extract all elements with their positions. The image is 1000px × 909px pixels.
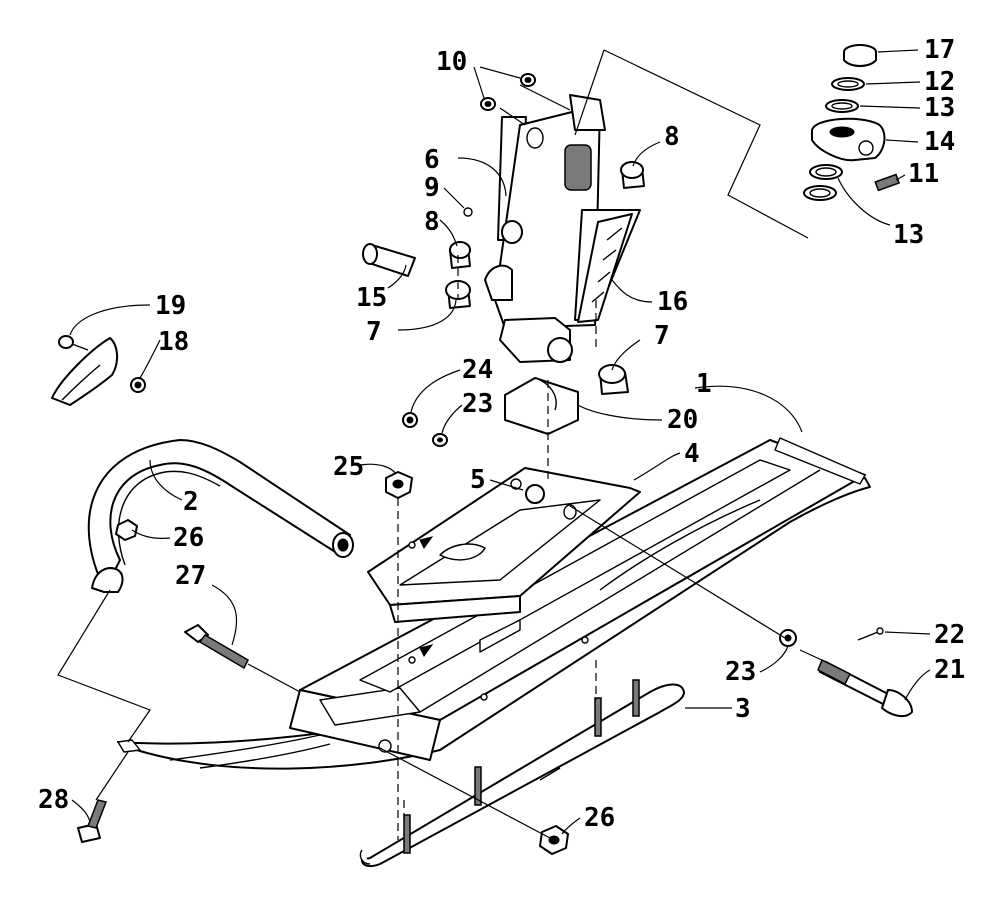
callout-26-upper: 26 xyxy=(173,523,204,553)
callout-21: 21 xyxy=(934,655,965,685)
bolt-21 xyxy=(817,658,913,718)
callout-7-left: 7 xyxy=(366,317,382,347)
callout-10: 10 xyxy=(436,47,467,77)
callout-28: 28 xyxy=(38,785,69,815)
callout-22: 22 xyxy=(934,620,965,650)
ski-body xyxy=(117,437,871,770)
washer-13-lower xyxy=(803,164,843,201)
callout-8-upper: 8 xyxy=(664,122,680,152)
callout-labels: 1 2 3 4 5 6 7 7 8 8 9 10 11 12 13 13 14 … xyxy=(38,35,965,833)
bushing-8-lower xyxy=(449,241,471,269)
bolt-27 xyxy=(184,624,249,670)
callout-20: 20 xyxy=(667,405,698,435)
callout-5: 5 xyxy=(470,465,486,495)
callout-14: 14 xyxy=(924,127,955,157)
pad xyxy=(504,377,579,435)
wear-bar xyxy=(359,679,685,868)
callout-23-lower: 23 xyxy=(725,657,756,687)
callout-19: 19 xyxy=(155,291,186,321)
leader-lines xyxy=(57,49,931,840)
decal xyxy=(577,213,633,323)
nut-9 xyxy=(463,207,473,217)
callout-15: 15 xyxy=(356,283,387,313)
bushing-7-right xyxy=(598,364,629,395)
callout-13-lower: 13 xyxy=(893,220,924,250)
bushing-8-upper xyxy=(620,161,645,189)
nut-26-lower xyxy=(539,825,569,855)
bracket-18 xyxy=(51,337,146,406)
nut-26-upper xyxy=(115,519,138,541)
callout-8-lower: 8 xyxy=(424,207,440,237)
washer-10-pair xyxy=(480,73,536,111)
nut-24 xyxy=(402,412,418,428)
callout-9: 9 xyxy=(424,173,440,203)
callout-16: 16 xyxy=(657,287,688,317)
callout-23-upper: 23 xyxy=(462,389,493,419)
callout-11: 11 xyxy=(908,159,939,189)
callout-2: 2 xyxy=(183,487,199,517)
cap-17 xyxy=(843,44,877,67)
callout-13-upper: 13 xyxy=(924,93,955,123)
callout-24: 24 xyxy=(462,355,493,385)
callout-7-right: 7 xyxy=(654,321,670,351)
nut-25 xyxy=(385,471,413,499)
callout-4: 4 xyxy=(684,439,700,469)
shaft-15 xyxy=(362,243,416,277)
callout-1: 1 xyxy=(696,369,712,399)
callout-12: 12 xyxy=(924,67,955,97)
callout-3: 3 xyxy=(735,694,751,724)
bolt-28 xyxy=(77,799,108,843)
ski-loop-handle xyxy=(87,439,354,593)
callout-25: 25 xyxy=(333,452,364,482)
callout-18: 18 xyxy=(158,327,189,357)
callout-17: 17 xyxy=(924,35,955,65)
pin-22 xyxy=(857,627,884,641)
callout-6: 6 xyxy=(424,145,440,175)
screw-19 xyxy=(58,335,89,351)
callout-27: 27 xyxy=(175,561,206,591)
callout-26-lower: 26 xyxy=(584,803,615,833)
bolt-11 xyxy=(874,173,901,192)
washer-12 xyxy=(831,77,865,91)
washer-23-lower xyxy=(779,629,797,647)
washer-13-upper xyxy=(825,99,859,113)
washer-23-upper xyxy=(432,433,448,447)
clamp-14 xyxy=(811,117,886,162)
ski-saddle xyxy=(367,467,641,623)
